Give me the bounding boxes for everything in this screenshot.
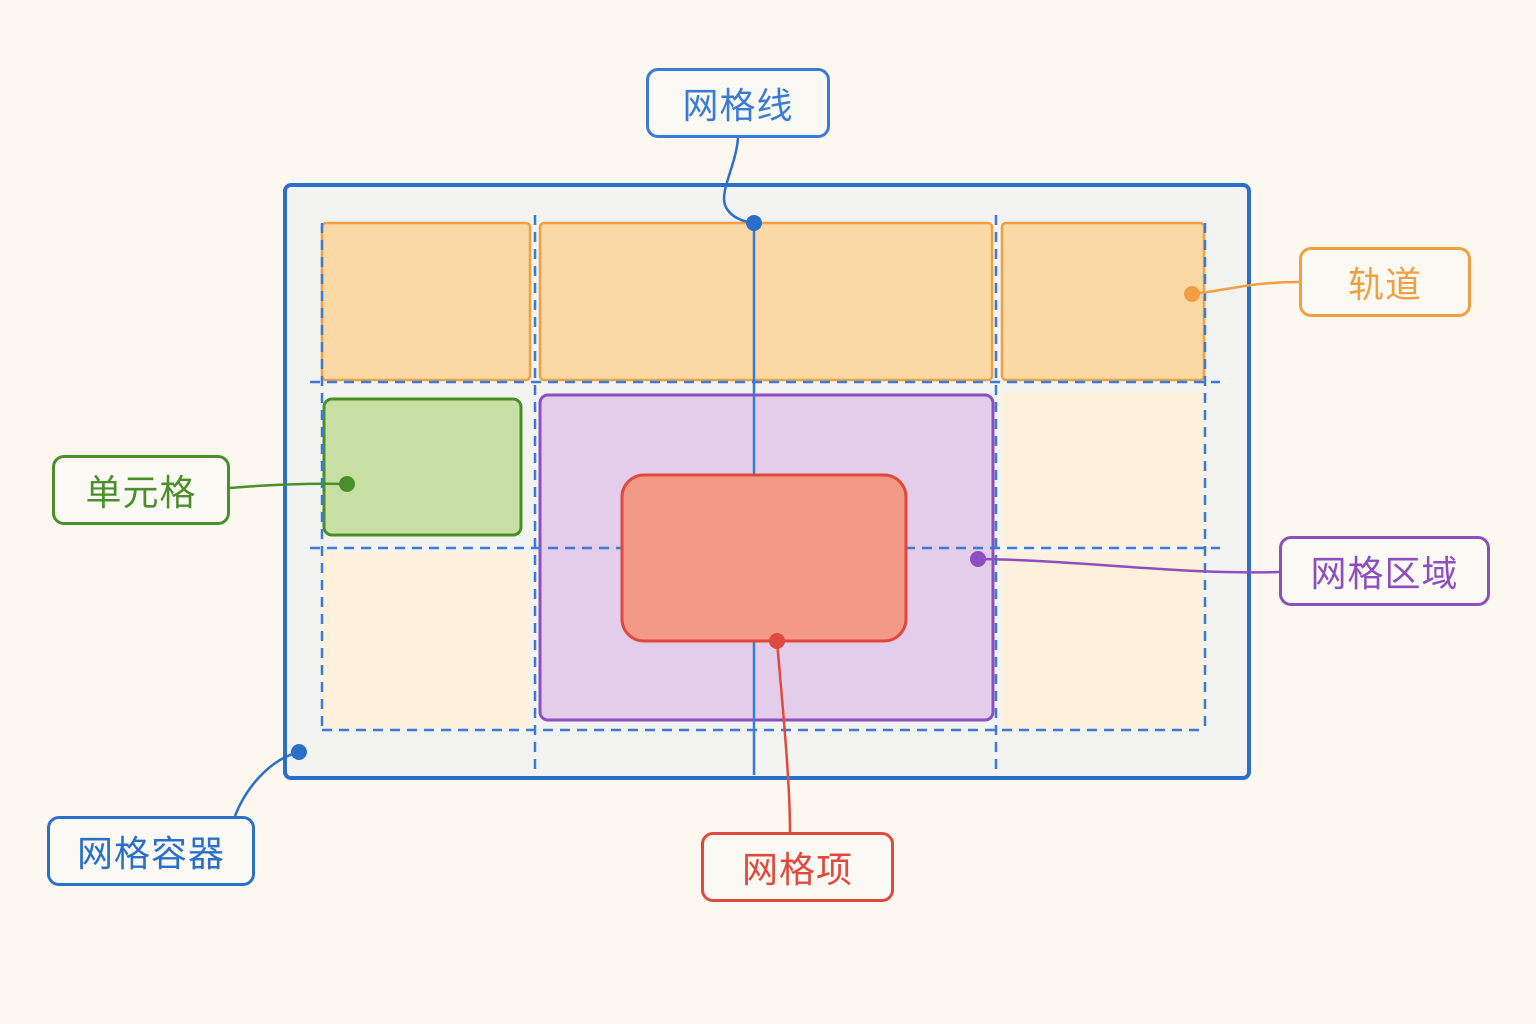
empty-cell-1	[1002, 392, 1204, 546]
track-cell-3	[1000, 221, 1206, 382]
track-cell-2	[538, 221, 994, 382]
track-label: 轨道	[1299, 247, 1471, 317]
grid-line-connector	[722, 137, 755, 225]
grid-container-label: 网格容器	[47, 816, 255, 886]
grid-item-box	[620, 473, 908, 643]
dashed-grid-lines	[310, 215, 1220, 775]
grid-line-dot	[746, 215, 762, 231]
track-connector	[1191, 280, 1300, 296]
grid-cell-box	[322, 397, 523, 537]
grid-container-dot	[291, 744, 307, 760]
cell-label: 单元格	[52, 455, 230, 525]
empty-cell-3	[1002, 552, 1204, 728]
cell-connector	[229, 482, 348, 490]
track-dot	[1184, 286, 1200, 302]
grid-item-connector	[775, 640, 792, 833]
grid-container-connector	[233, 750, 300, 817]
grid-item-label: 网格项	[701, 832, 894, 902]
empty-cell-2	[322, 552, 530, 728]
grid-area-connector	[977, 557, 1280, 574]
track-cell-1	[320, 221, 532, 382]
grid-line-label: 网格线	[646, 68, 830, 138]
grid-area-label: 网格区域	[1279, 536, 1490, 606]
grid-item-dot	[769, 633, 785, 649]
cell-dot	[339, 476, 355, 492]
grid-area-dot	[970, 551, 986, 567]
